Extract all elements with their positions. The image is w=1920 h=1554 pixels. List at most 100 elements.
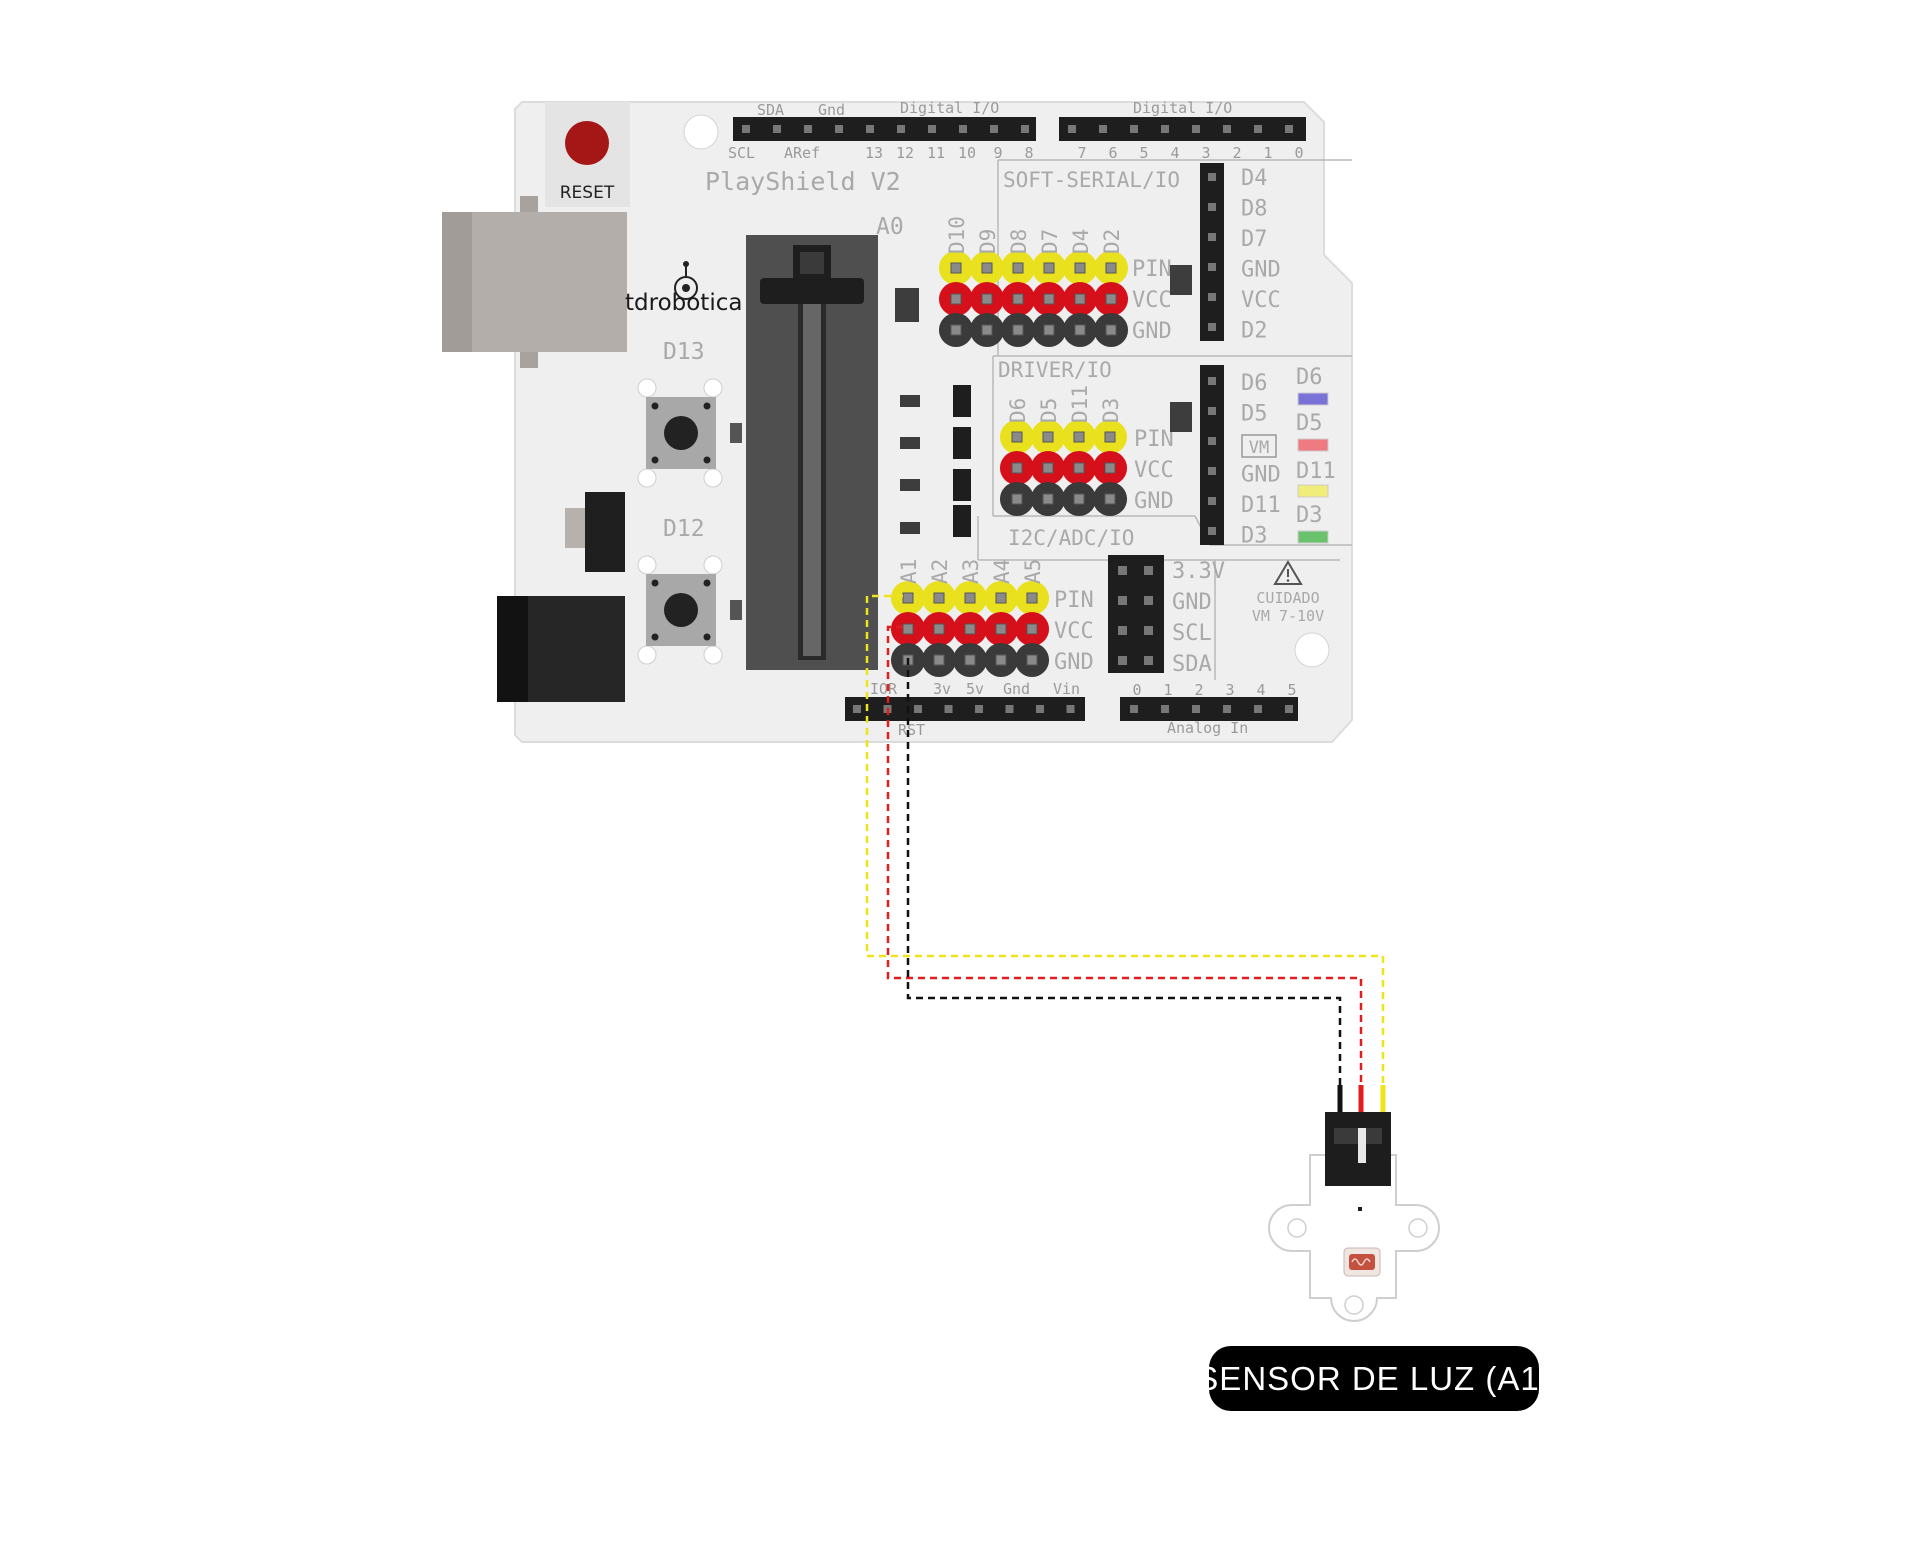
push-button-d13[interactable] bbox=[664, 416, 698, 450]
side-pin-label: GND bbox=[1241, 463, 1281, 488]
label-digital-io-right: Digital I/O bbox=[1133, 99, 1232, 117]
header-pin[interactable] bbox=[1208, 203, 1216, 211]
pin-number: 1 bbox=[1263, 144, 1272, 162]
led-d3 bbox=[1297, 530, 1329, 544]
header-pin[interactable] bbox=[1192, 125, 1200, 133]
label-5v: 5v bbox=[966, 680, 984, 698]
header-pin[interactable] bbox=[944, 705, 953, 713]
header-pin[interactable] bbox=[1208, 437, 1216, 445]
pin-number: 7 bbox=[1077, 144, 1086, 162]
header-pin[interactable] bbox=[1066, 705, 1075, 713]
header-pin[interactable] bbox=[928, 125, 936, 133]
header-pin[interactable] bbox=[1223, 125, 1231, 133]
header-pin[interactable] bbox=[1208, 173, 1216, 181]
header-pin[interactable] bbox=[1208, 377, 1216, 385]
button-leg bbox=[703, 645, 723, 665]
reset-button[interactable] bbox=[565, 121, 609, 165]
header-pin[interactable] bbox=[1208, 497, 1216, 505]
board-name: PlayShield V2 bbox=[705, 167, 901, 196]
header-pin[interactable] bbox=[1005, 705, 1014, 713]
label-ior: IOR bbox=[870, 680, 898, 698]
top-header-right bbox=[1059, 117, 1306, 141]
header-pin[interactable] bbox=[1144, 596, 1153, 605]
header-pin[interactable] bbox=[1223, 705, 1231, 713]
header-pin[interactable] bbox=[1254, 125, 1262, 133]
smd-resistor bbox=[900, 479, 920, 491]
signal-wire bbox=[865, 594, 1385, 1085]
soft-serial-title: SOFT-SERIAL/IO bbox=[1003, 168, 1180, 192]
button-label-d12: D12 bbox=[663, 516, 705, 542]
top-header-left bbox=[733, 117, 1036, 141]
button-screw bbox=[651, 579, 659, 587]
analog-pin-number: 2 bbox=[1194, 681, 1203, 699]
label-sda: SDA bbox=[757, 101, 784, 119]
pin-square bbox=[1073, 462, 1085, 474]
header-pin[interactable] bbox=[1208, 263, 1216, 271]
header-pin[interactable] bbox=[853, 705, 861, 713]
header-pin[interactable] bbox=[914, 705, 922, 713]
header-pin[interactable] bbox=[1144, 566, 1153, 575]
pin-square bbox=[1012, 262, 1024, 274]
row-label: GND bbox=[1054, 650, 1094, 675]
pin-square bbox=[1011, 431, 1023, 443]
header-pin[interactable] bbox=[1208, 467, 1216, 475]
header-pin[interactable] bbox=[975, 705, 983, 713]
pin-square bbox=[1105, 324, 1117, 336]
header-pin[interactable] bbox=[1192, 705, 1200, 713]
smd-resistor bbox=[900, 522, 920, 534]
analog-pin-number: 1 bbox=[1163, 681, 1172, 699]
header-pin[interactable] bbox=[1068, 125, 1076, 133]
smd-part bbox=[895, 288, 919, 322]
photoresistor-icon bbox=[1343, 1247, 1381, 1277]
header-pin[interactable] bbox=[1254, 705, 1262, 713]
vcc-wire bbox=[886, 625, 1363, 1085]
header-pin[interactable] bbox=[1144, 656, 1153, 665]
pin-square bbox=[950, 293, 962, 305]
header-pin[interactable] bbox=[742, 125, 750, 133]
slider-knob[interactable] bbox=[760, 278, 864, 304]
header-pin[interactable] bbox=[990, 125, 998, 133]
smd-transistor bbox=[953, 427, 971, 459]
pin-label: D7 bbox=[1038, 229, 1062, 254]
header-pin[interactable] bbox=[1118, 626, 1127, 635]
header-pin[interactable] bbox=[1130, 705, 1138, 713]
usb-connector bbox=[442, 196, 627, 368]
pin-square bbox=[981, 324, 993, 336]
led-label: D11 bbox=[1296, 459, 1336, 484]
header-pin[interactable] bbox=[959, 125, 967, 133]
header-pin[interactable] bbox=[1208, 323, 1216, 331]
header-pin[interactable] bbox=[804, 125, 812, 133]
header-pin[interactable] bbox=[1208, 407, 1216, 415]
header-pin[interactable] bbox=[1208, 527, 1216, 535]
pin-label: D3 bbox=[1099, 398, 1123, 423]
header-pin[interactable] bbox=[1285, 705, 1293, 713]
header-pin[interactable] bbox=[1208, 233, 1216, 241]
pin-square bbox=[1074, 293, 1086, 305]
header-pin[interactable] bbox=[1285, 125, 1293, 133]
pin-number: 2 bbox=[1232, 144, 1241, 162]
pin-square bbox=[1042, 431, 1054, 443]
header-pin[interactable] bbox=[897, 125, 905, 133]
row-label: VCC bbox=[1132, 288, 1172, 313]
pin-square bbox=[995, 654, 1007, 666]
header-pin[interactable] bbox=[1118, 596, 1127, 605]
header-pin[interactable] bbox=[1036, 705, 1044, 713]
header-pin[interactable] bbox=[1130, 125, 1138, 133]
header-pin[interactable] bbox=[1099, 125, 1107, 133]
header-pin[interactable] bbox=[866, 125, 874, 133]
sensor-wire-ends bbox=[1337, 1085, 1386, 1115]
i2c-pin-label: SDA bbox=[1172, 652, 1212, 677]
push-button-d12[interactable] bbox=[664, 593, 698, 627]
header-pin[interactable] bbox=[1161, 705, 1169, 713]
header-pin[interactable] bbox=[773, 125, 781, 133]
header-pin[interactable] bbox=[1208, 293, 1216, 301]
header-pin[interactable] bbox=[1144, 626, 1153, 635]
header-pin[interactable] bbox=[1161, 125, 1169, 133]
button-screw bbox=[703, 402, 711, 410]
header-pin[interactable] bbox=[1118, 566, 1127, 575]
header-pin[interactable] bbox=[835, 125, 843, 133]
label-vin: Vin bbox=[1053, 680, 1080, 698]
header-pin[interactable] bbox=[1118, 656, 1127, 665]
pin-square bbox=[964, 623, 976, 635]
header-pin[interactable] bbox=[1021, 125, 1029, 133]
